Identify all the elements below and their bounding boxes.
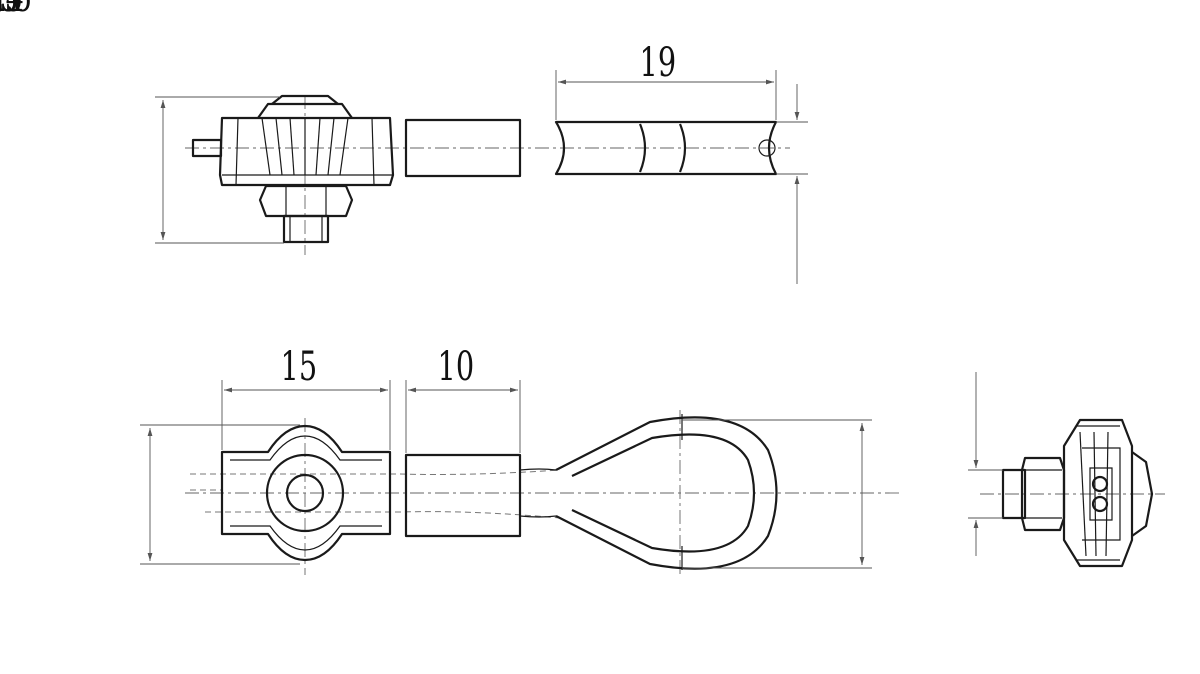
dim-label-sleeve-length: 10 xyxy=(438,344,475,390)
dim-thimble-height: 13 xyxy=(0,0,872,569)
dim-clamp-width: 15 xyxy=(221,344,391,450)
dim-label-side-height: 13 xyxy=(0,0,18,21)
sleeve-front-view xyxy=(404,453,522,538)
clamp-front-view xyxy=(220,424,392,562)
dim-label-thimble-groove: 4.5 xyxy=(0,0,23,21)
dim-label-clamp-height: 12.5 xyxy=(0,0,32,21)
sleeve-side-view xyxy=(404,118,522,178)
dim-thimble-groove: 4.5 xyxy=(0,0,808,284)
assembly-front-view xyxy=(185,410,900,575)
clamp-side-view xyxy=(185,94,790,255)
dim-label-bolt-thread: M4 xyxy=(0,0,24,21)
dim-thimble-width: 19 xyxy=(555,40,777,120)
dim-label-thimble-height: 13 xyxy=(0,0,18,21)
dim-sleeve-length: 10 xyxy=(405,344,521,453)
dim-label-thimble-width: 19 xyxy=(640,40,677,86)
clamp-end-view xyxy=(980,418,1165,568)
dim-side-height: 13 xyxy=(0,0,284,244)
dim-clamp-height: 12.5 xyxy=(0,0,300,565)
dim-bolt-thread: M4 xyxy=(0,0,1003,556)
thimble-front-view xyxy=(519,414,778,570)
dim-label-clamp-width: 15 xyxy=(281,344,318,390)
